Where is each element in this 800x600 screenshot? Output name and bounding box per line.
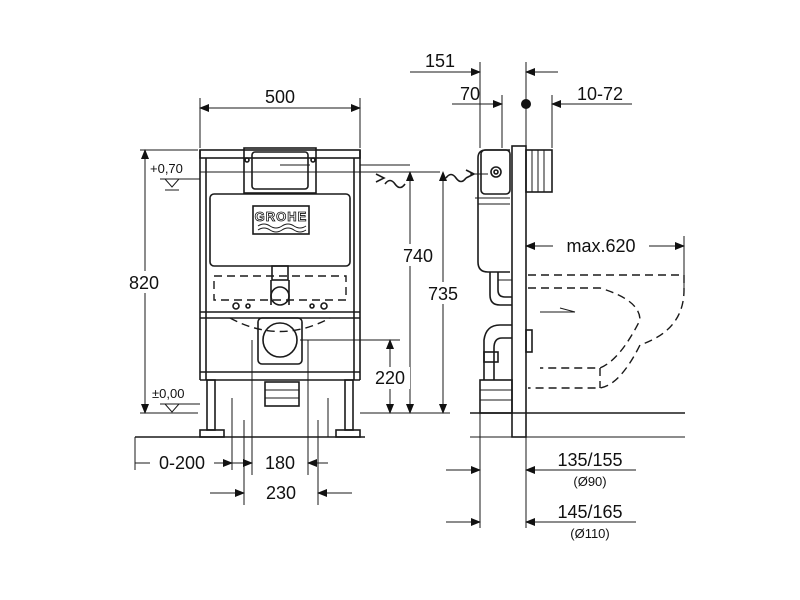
wall-bracket [525,149,553,193]
dim-drain-90: 135/155 [557,450,622,470]
dim-outer-width: 230 [266,483,296,503]
dim-height: 820 [129,273,159,293]
brand-logo-text: GROHE [255,209,308,224]
dim-top-offset: 151 [425,51,455,71]
dim-flush-height: 740 [403,246,433,266]
dim-wall-range: 10-72 [577,84,623,104]
reference-dot [521,99,531,109]
frame-column [511,145,527,438]
wc-bowl-outline [528,274,685,389]
flush-pipe [270,286,290,306]
front-view: GROHE 500 [124,87,466,505]
left-foot [206,379,216,431]
dim-drain-110: 145/165 [557,502,622,522]
dim-bowl-projection: max.620 [566,236,635,256]
dim-frame-height: 735 [428,284,458,304]
dim-pipe-offset: 70 [460,84,480,104]
drain-pipe [262,322,298,358]
side-view: 151 70 10-72 max.620 135/155 (Ø90) [410,51,685,541]
dim-drain-height: 220 [375,368,405,388]
flush-plate-housing [243,147,317,194]
dim-foot-adjust: 0-200 [159,453,205,473]
cistern [209,193,351,267]
dim-drain-110-diameter: (Ø110) [570,526,610,541]
dim-inner-width: 180 [265,453,295,473]
right-foot [344,379,354,431]
dim-drain-90-diameter: (Ø90) [573,474,606,489]
drain-collar [257,317,303,365]
brand-logo [252,205,310,235]
drain-profile [483,324,512,380]
dim-width: 500 [265,87,295,107]
level-floor: ±0,00 [152,386,184,401]
level-top: +0,70 [150,161,183,176]
flush-plate [251,151,309,190]
